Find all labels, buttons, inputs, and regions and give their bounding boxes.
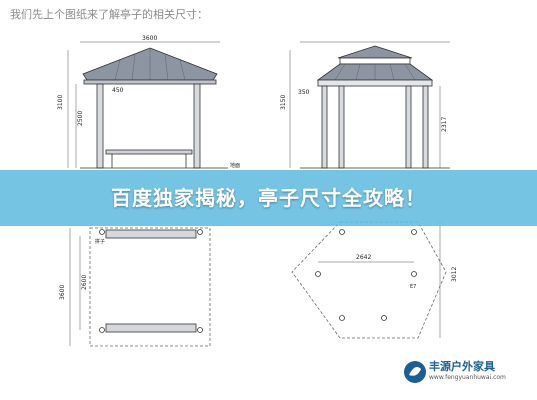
front-post-label: 2500 xyxy=(77,111,84,126)
banner-title: 百度独家揭秘，亭子尺寸全攻略！ xyxy=(111,186,426,210)
side-roof-label: 350 xyxy=(298,89,310,96)
hex-plan xyxy=(291,221,447,339)
front-elevation xyxy=(67,41,228,169)
side-height-label: 3150 xyxy=(280,95,287,110)
hex-inner-label: 2642 xyxy=(356,254,371,261)
front-roof-label: 450 xyxy=(112,87,124,94)
hex-outer-label: 3012 xyxy=(451,267,458,282)
intro-text: 我们先上个图纸来了解亭子的相关尺寸： xyxy=(10,8,208,21)
logo-url: www.fengyuanhuwai.com xyxy=(429,374,506,381)
title-banner: 百度独家揭秘，亭子尺寸全攻略！ xyxy=(0,170,537,226)
plan-hole-label: 拼子 xyxy=(95,238,105,245)
hex-note-label: E7 xyxy=(410,284,416,290)
logo-leaf-icon xyxy=(404,361,426,383)
plan-width-label: 2600 xyxy=(81,275,88,290)
side-elevation xyxy=(289,41,450,169)
square-plan xyxy=(69,227,211,347)
brand-logo: 丰源户外家具 www.fengyuanhuwai.com xyxy=(401,356,531,390)
front-width-label: 3600 xyxy=(142,35,157,42)
logo-name: 丰源户外家具 xyxy=(429,360,495,373)
side-post-label: 2317 xyxy=(441,117,448,132)
plan-depth-label: 3600 xyxy=(59,285,66,300)
front-height-label: 3100 xyxy=(57,95,64,110)
front-floor-label: 地面 xyxy=(230,162,240,169)
